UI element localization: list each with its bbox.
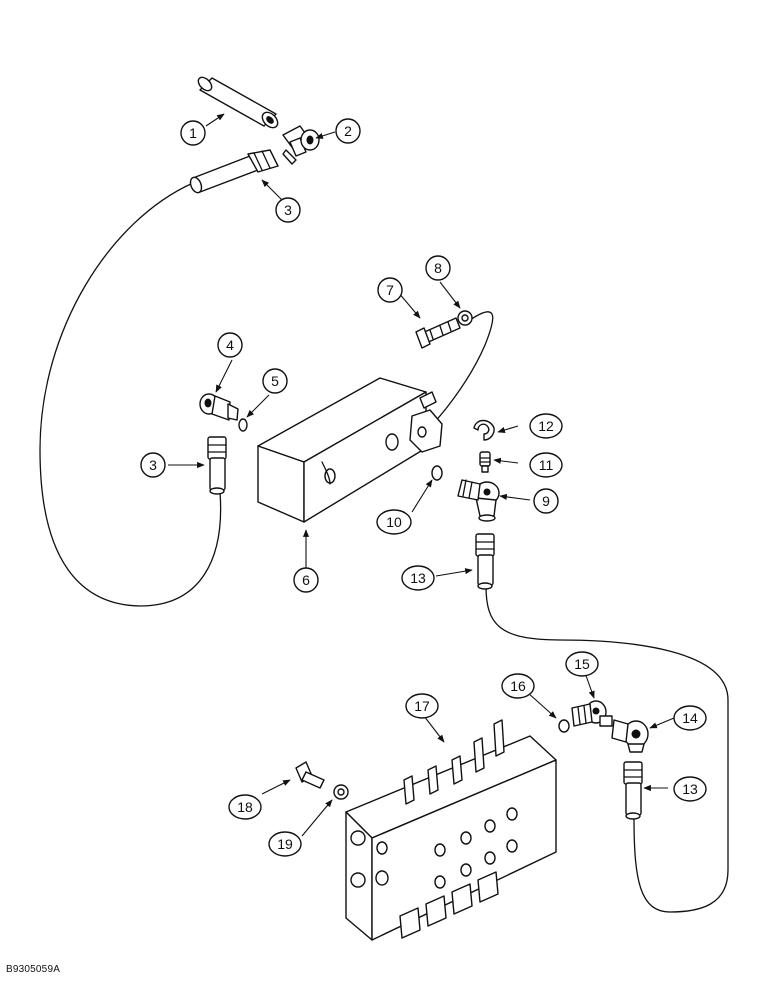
callout-14-label: 14 xyxy=(682,710,698,726)
part-7-bolt xyxy=(415,317,461,349)
part-17-control-valve xyxy=(345,719,557,941)
part-13-hose-end-lower xyxy=(623,761,643,820)
callout-6: 6 xyxy=(293,567,319,593)
callout-1: 1 xyxy=(180,120,206,146)
part-4-elbow-fitting xyxy=(199,393,239,421)
callout-18: 18 xyxy=(228,794,262,820)
callout-17-label: 17 xyxy=(414,698,430,714)
callout-13-lower-label: 13 xyxy=(682,781,698,797)
callout-7: 7 xyxy=(377,277,403,303)
callout-11-label: 11 xyxy=(539,457,554,473)
figure-id-label: B9305059A xyxy=(6,964,61,975)
callout-8-label: 8 xyxy=(434,260,442,276)
part-6-pump xyxy=(257,377,443,523)
callout-3-lower: 3 xyxy=(140,452,166,478)
part-10-o-ring xyxy=(431,465,443,481)
callout-2-label: 2 xyxy=(344,123,352,139)
leader-lines xyxy=(168,113,675,837)
callout-9: 9 xyxy=(533,488,559,514)
callout-17: 17 xyxy=(405,693,439,719)
callout-11: 11 xyxy=(529,452,563,478)
callout-4: 4 xyxy=(217,332,243,358)
callout-16-label: 16 xyxy=(510,678,526,694)
part-8-washer xyxy=(457,310,473,326)
callout-6-label: 6 xyxy=(302,572,310,588)
callout-12: 12 xyxy=(529,413,563,439)
callout-7-label: 7 xyxy=(386,282,394,298)
callout-16: 16 xyxy=(501,673,535,699)
part-12-clip xyxy=(473,419,495,441)
part-3-hose-end-lower xyxy=(207,436,227,495)
callout-8: 8 xyxy=(425,255,451,281)
callout-19-label: 19 xyxy=(277,836,293,852)
callout-3-top-label: 3 xyxy=(284,202,292,218)
suction-hose-line xyxy=(39,182,222,607)
callout-10-label: 10 xyxy=(386,514,402,530)
part-15-elbow-fitting xyxy=(571,700,613,727)
callout-14: 14 xyxy=(673,705,707,731)
part-1-tube xyxy=(197,76,279,129)
part-14-elbow-fitting xyxy=(611,719,649,753)
part-9-elbow-fitting xyxy=(457,479,500,522)
callout-13-middle-label: 13 xyxy=(410,570,426,586)
bolt-hose-line xyxy=(417,311,494,439)
callout-3-top: 3 xyxy=(275,197,301,223)
callout-18-label: 18 xyxy=(237,799,253,815)
part-2-elbow-fitting xyxy=(282,125,320,165)
callout-5: 5 xyxy=(262,368,288,394)
pressure-hose-line xyxy=(485,585,729,913)
callout-13-lower: 13 xyxy=(673,776,707,802)
callout-1-label: 1 xyxy=(189,125,197,141)
part-13-hose-end-middle xyxy=(475,533,495,590)
part-19-washer xyxy=(333,784,349,800)
callout-15-label: 15 xyxy=(574,656,590,672)
callout-3-lower-label: 3 xyxy=(149,457,157,473)
callout-2: 2 xyxy=(335,118,361,144)
callout-19: 19 xyxy=(268,831,302,857)
callout-10: 10 xyxy=(376,509,412,535)
callout-13-middle: 13 xyxy=(401,565,435,591)
callout-12-label: 12 xyxy=(538,418,554,434)
part-5-o-ring xyxy=(238,418,248,432)
callout-15: 15 xyxy=(565,651,599,677)
part-11-plug-fitting xyxy=(479,451,491,473)
part-3-hose-end-top xyxy=(189,149,279,194)
part-18-bolt xyxy=(295,761,325,789)
part-16-o-ring xyxy=(558,719,570,733)
callout-5-label: 5 xyxy=(271,373,279,389)
callout-9-label: 9 xyxy=(542,493,550,509)
callout-4-label: 4 xyxy=(226,337,234,353)
